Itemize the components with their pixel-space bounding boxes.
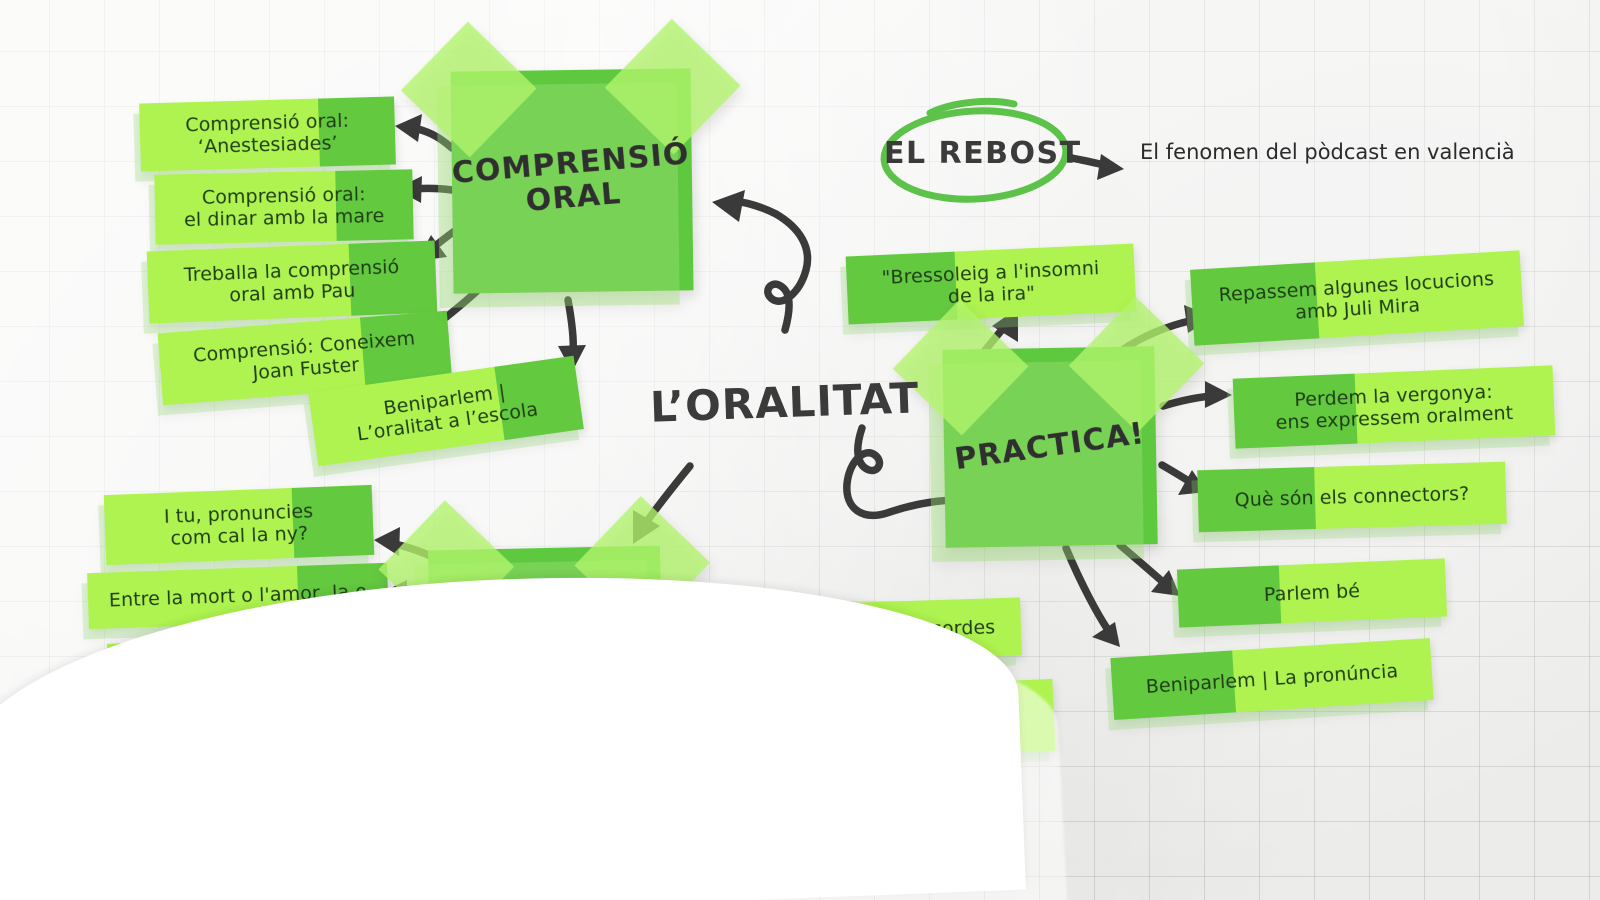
card-practica[interactable]: PRACTICA! [892,296,1205,563]
card-fonetica[interactable]: FONÈTICA [378,496,711,767]
el-rebost-badge[interactable]: EL REBOST [866,108,1080,200]
note-perdem-vergonya[interactable]: Perdem la vergonya: ens expressem oralme… [1227,365,1556,459]
note-label: Comprensió oral: ‘Anestesiades’ [185,109,350,158]
note-bressoleig[interactable]: "Bressoleig a l'insomni de la ira" [840,243,1137,335]
podcast-linked-text: El fenomen del pòdcast en valencià [1140,140,1515,164]
note-pronuncies-ny[interactable]: I tu, pronuncies com cal la ny? [98,484,375,576]
note-b-i-v[interactable]: L'univers de la 'b' i la 'v' [101,632,388,713]
note-treballa-pau[interactable]: Treballa la comprensió oral amb Pau [141,240,438,334]
note-mort-amor[interactable]: Entre la mort o l'amor, la o [81,562,389,640]
note-dinar-mare[interactable]: Comprensió oral: el dinar amb la mare [148,169,414,255]
el-rebost-label: EL REBOST [884,136,1082,171]
page-title: L’ORALITAT [649,373,921,432]
note-label: I tu, pronuncies com cal la ny? [163,499,314,550]
note-label: Comprensió oral: el dinar amb la mare [183,182,385,232]
note-joc-pronuncia[interactable]: El joc de la pronúncia [103,709,392,791]
note-sonoritzem-s[interactable]: Sonoritzem les 's' sordes [724,597,1022,675]
note-connectors[interactable]: Què són els connectors? [1191,461,1507,543]
note-label: Treballa la comprensió oral amb Pau [183,255,400,307]
card-comprensio-oral[interactable]: COMPRENSIÓ ORAL [400,18,741,308]
note-doble-accentuacio[interactable]: Coneixem la doble accentuació de la ‘e’ [707,678,1056,776]
note-anestesiades[interactable]: Comprensió oral: ‘Anestesiades’ [133,96,396,182]
note-label: Coneixem la doble accentuació de la ‘e’ [784,695,985,749]
note-label: Parlem bé [1263,579,1361,606]
note-parlem-be[interactable]: Parlem bé [1171,558,1448,638]
